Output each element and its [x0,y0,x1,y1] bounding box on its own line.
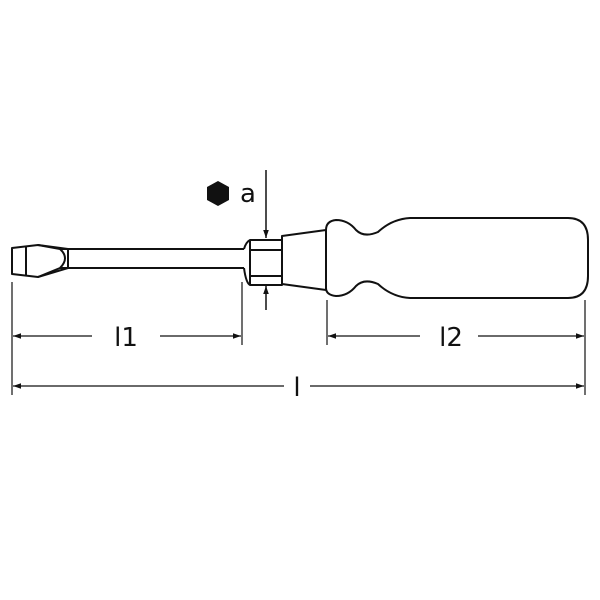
ferrule-cone [281,229,327,291]
handle [325,217,589,299]
shaft [60,248,244,269]
l1-label: l1 [114,323,138,353]
dimension-l2: l2 [328,323,584,353]
hex-label: a [240,179,256,209]
total-length-label: l [293,373,300,403]
blade-tip [11,244,69,278]
hex-bolster [243,239,283,286]
hexagon-icon [207,181,229,206]
extension-lines [11,282,586,395]
dimension-total: l [13,373,584,403]
l2-label: l2 [439,323,463,353]
hex-size-annotation: a [207,170,269,310]
dimension-l1: l1 [13,323,241,353]
